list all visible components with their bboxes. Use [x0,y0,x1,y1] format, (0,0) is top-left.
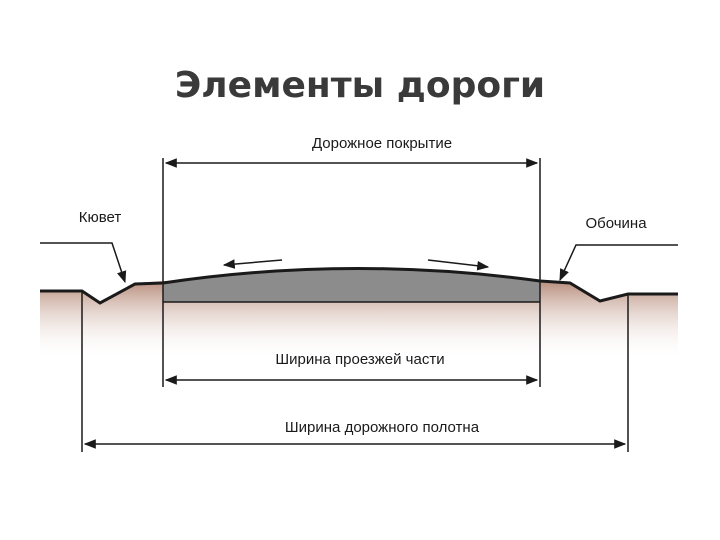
roadbed-width-label: Ширина дорожного полотна [285,419,480,436]
slope-arrow-left [222,259,283,269]
carriageway-width-label: Ширина проезжей части [275,351,444,368]
pavement-layer [163,268,540,302]
slope-arrow-right [427,259,490,271]
ditch-leader [40,242,127,284]
shoulder-label: Обочина [585,215,647,232]
pavement-label: Дорожное покрытие [312,135,452,152]
shoulder-leader [559,244,678,282]
diagram-title: Элементы дороги [175,65,545,106]
ditch-label: Кювет [79,209,122,226]
